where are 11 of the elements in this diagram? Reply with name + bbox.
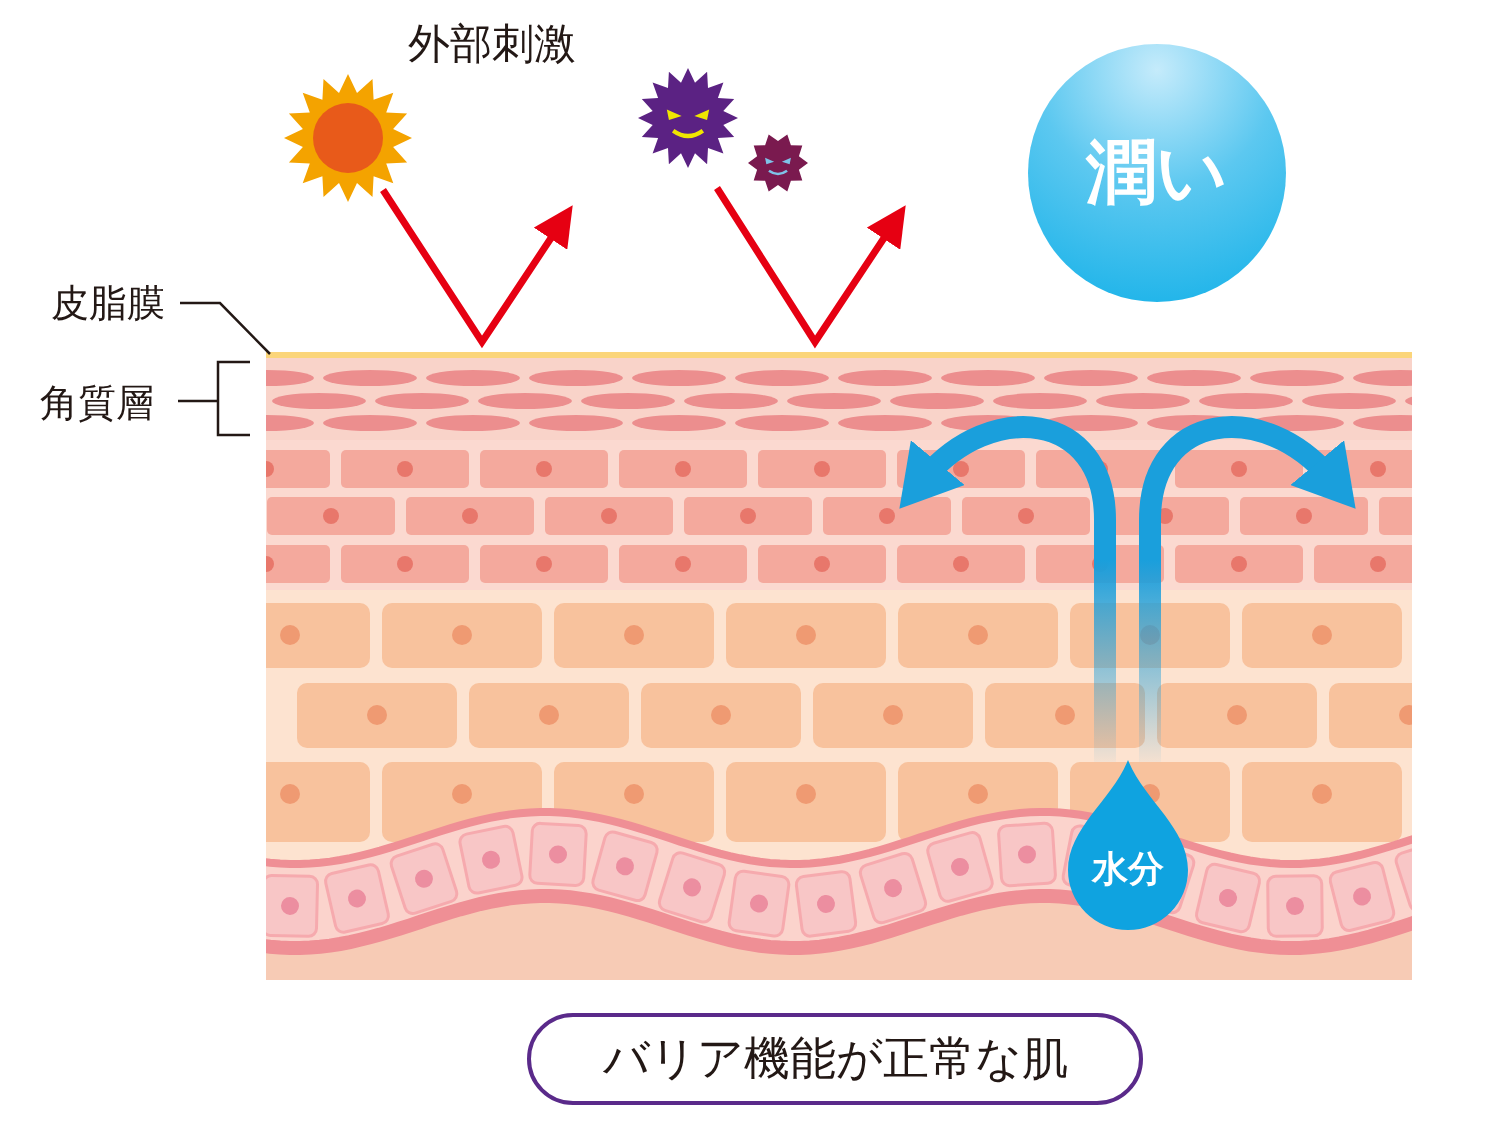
moisture-arrow bbox=[897, 416, 1116, 762]
water-drop bbox=[1068, 760, 1188, 930]
caption-text: バリア機能が正常な肌 bbox=[602, 1030, 1068, 1087]
layer-label: 皮脂膜 bbox=[51, 279, 165, 327]
sebum-film-bar bbox=[266, 352, 1412, 358]
drop-label: 水分 bbox=[1092, 846, 1164, 891]
moisture-arrow bbox=[1139, 416, 1358, 762]
leader-line bbox=[180, 301, 271, 355]
layer-label: 角質層 bbox=[40, 380, 154, 427]
circle-label: 潤い bbox=[1086, 130, 1228, 215]
title: 外部刺激 bbox=[408, 18, 576, 70]
